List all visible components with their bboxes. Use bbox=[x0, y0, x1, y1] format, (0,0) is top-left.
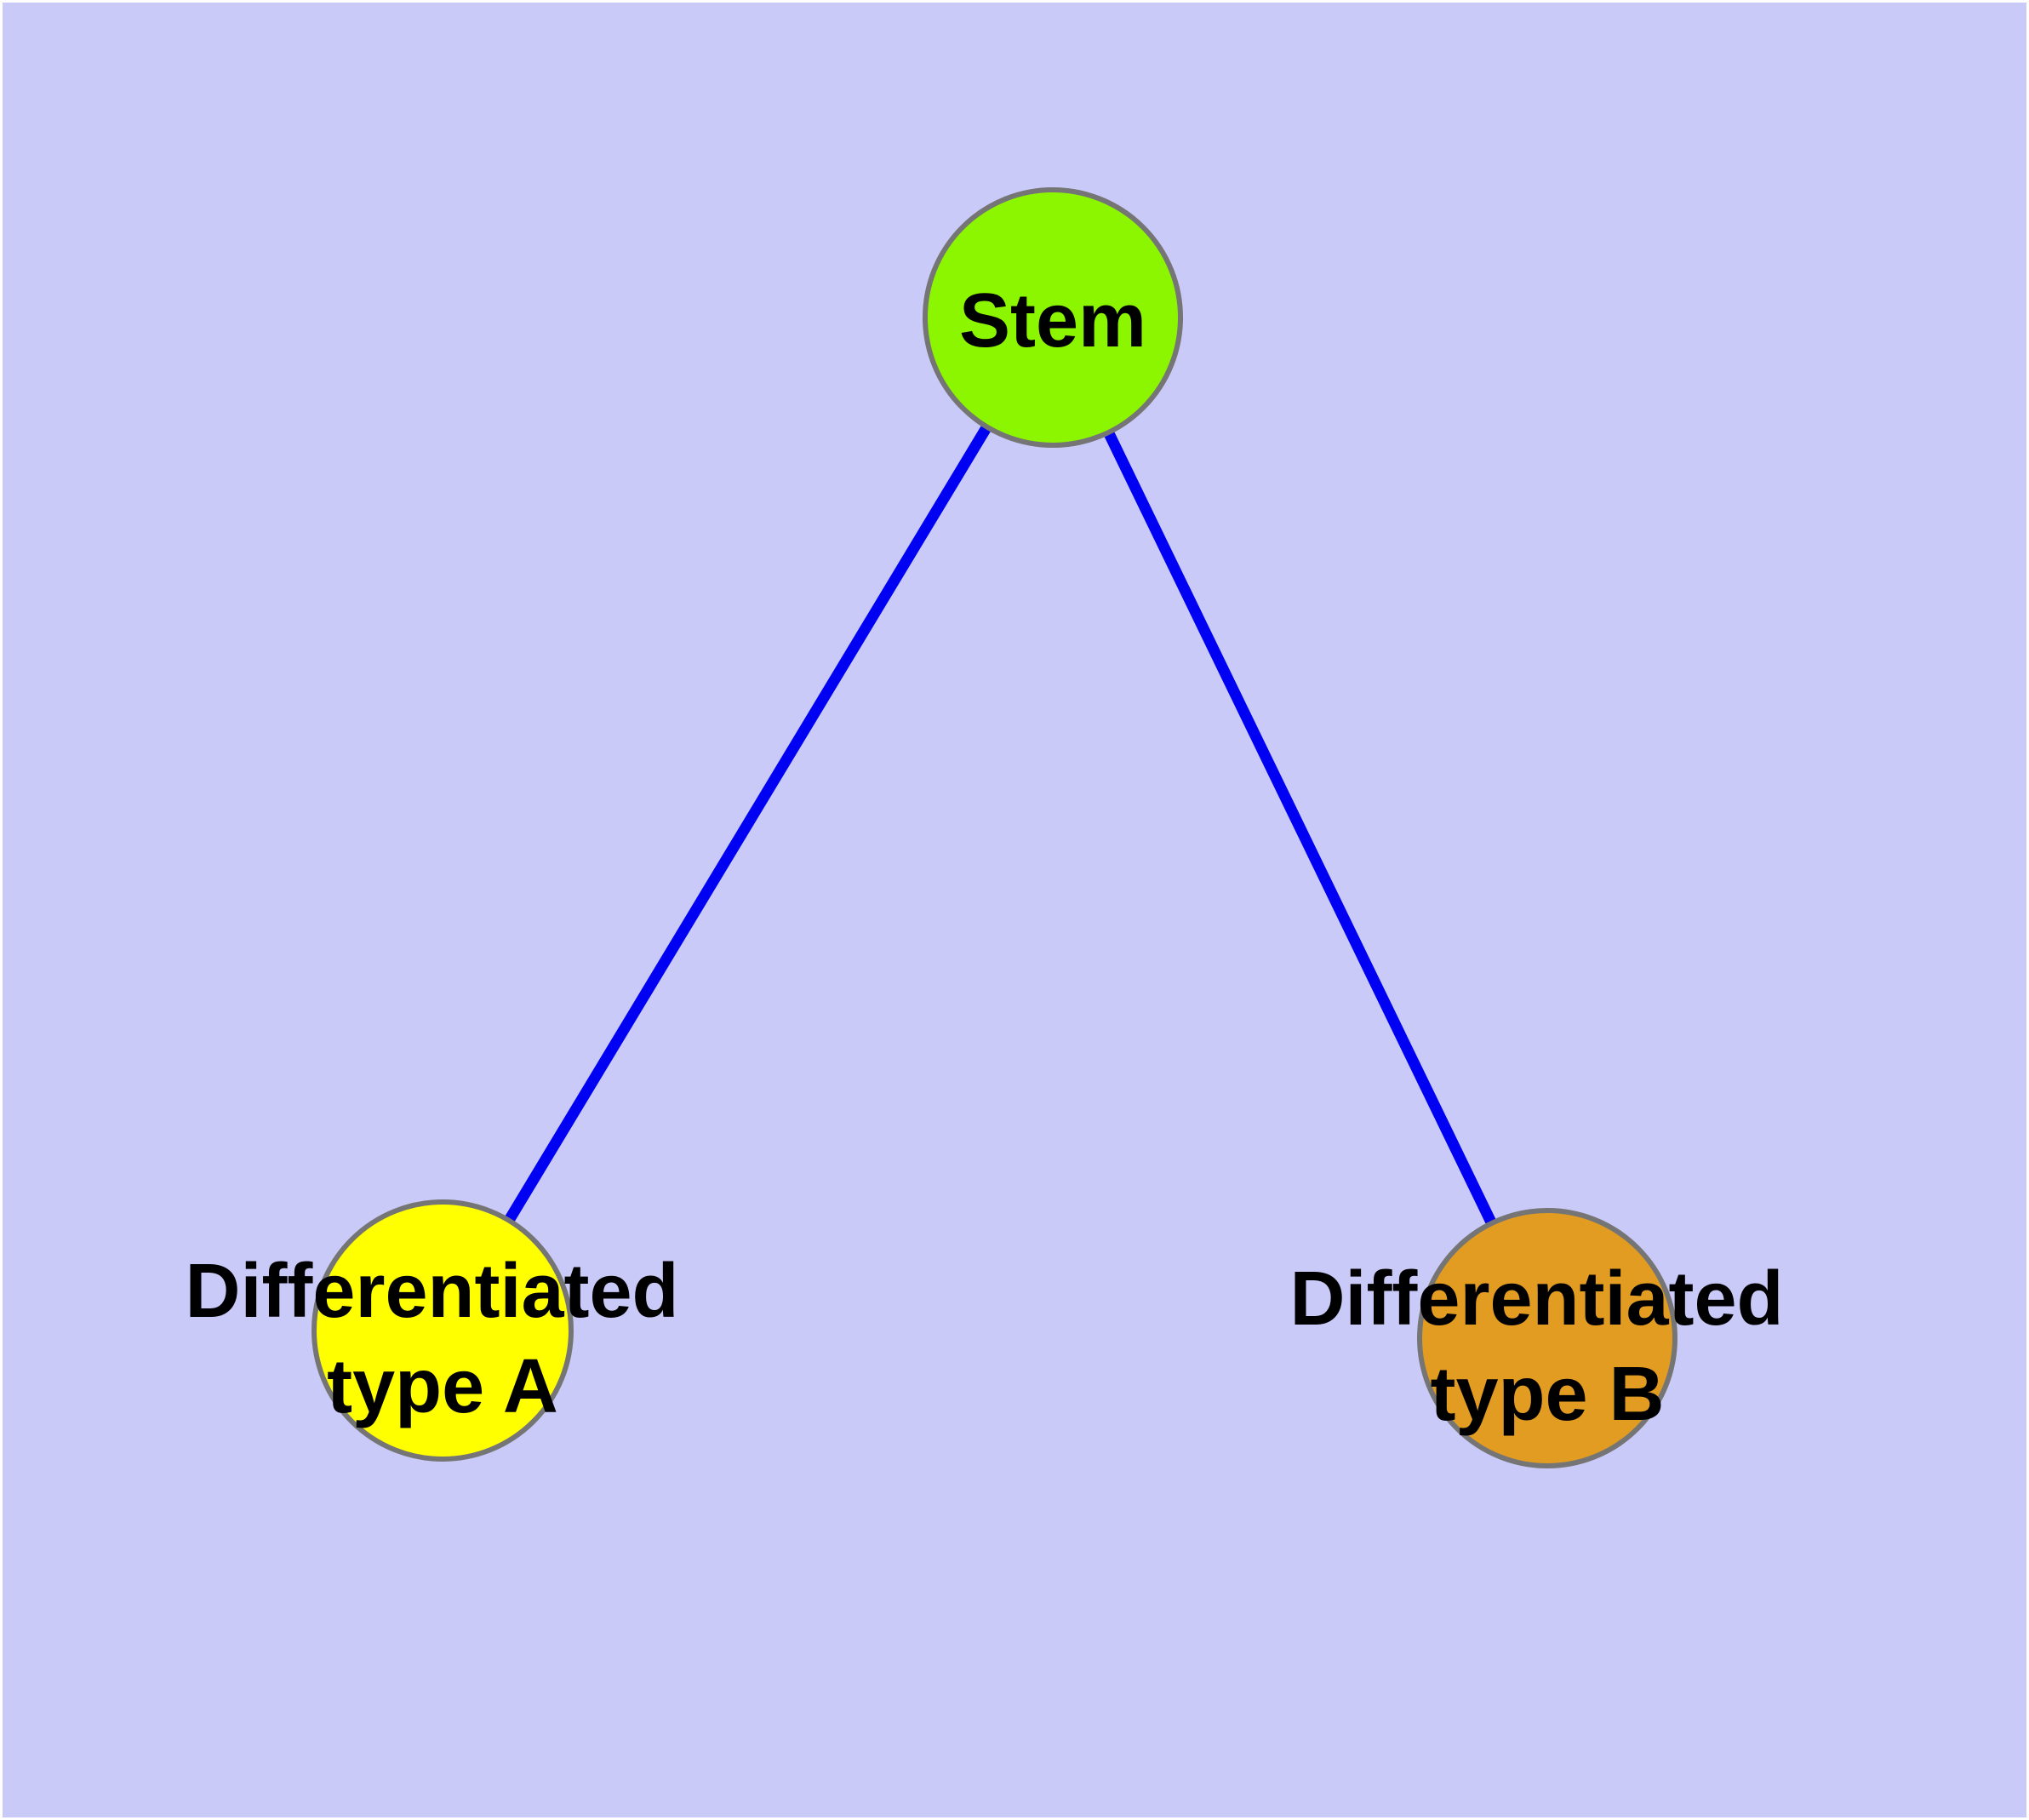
node-differentiated-type-a-label-line1: Differentiated bbox=[185, 1249, 678, 1334]
node-differentiated-type-b-label-line1: Differentiated bbox=[1289, 1256, 1783, 1342]
edge-stem-to-type-b bbox=[1048, 315, 1552, 1341]
node-differentiated-type-a-circle bbox=[311, 1199, 574, 1462]
node-stem-label: Stem bbox=[959, 278, 1146, 363]
node-stem-circle bbox=[923, 187, 1183, 448]
node-differentiated-type-b-circle bbox=[1417, 1208, 1677, 1468]
edge-stem-to-type-a bbox=[437, 314, 1058, 1334]
node-differentiated-type-a-label: Differentiated type A bbox=[185, 1249, 700, 1429]
node-differentiated-type-b-label-line2: type B bbox=[1430, 1352, 1664, 1437]
node-differentiated-type-b-label: Differentiated type B bbox=[1289, 1256, 1804, 1437]
node-differentiated-type-a-label-line2: type A bbox=[327, 1344, 558, 1429]
